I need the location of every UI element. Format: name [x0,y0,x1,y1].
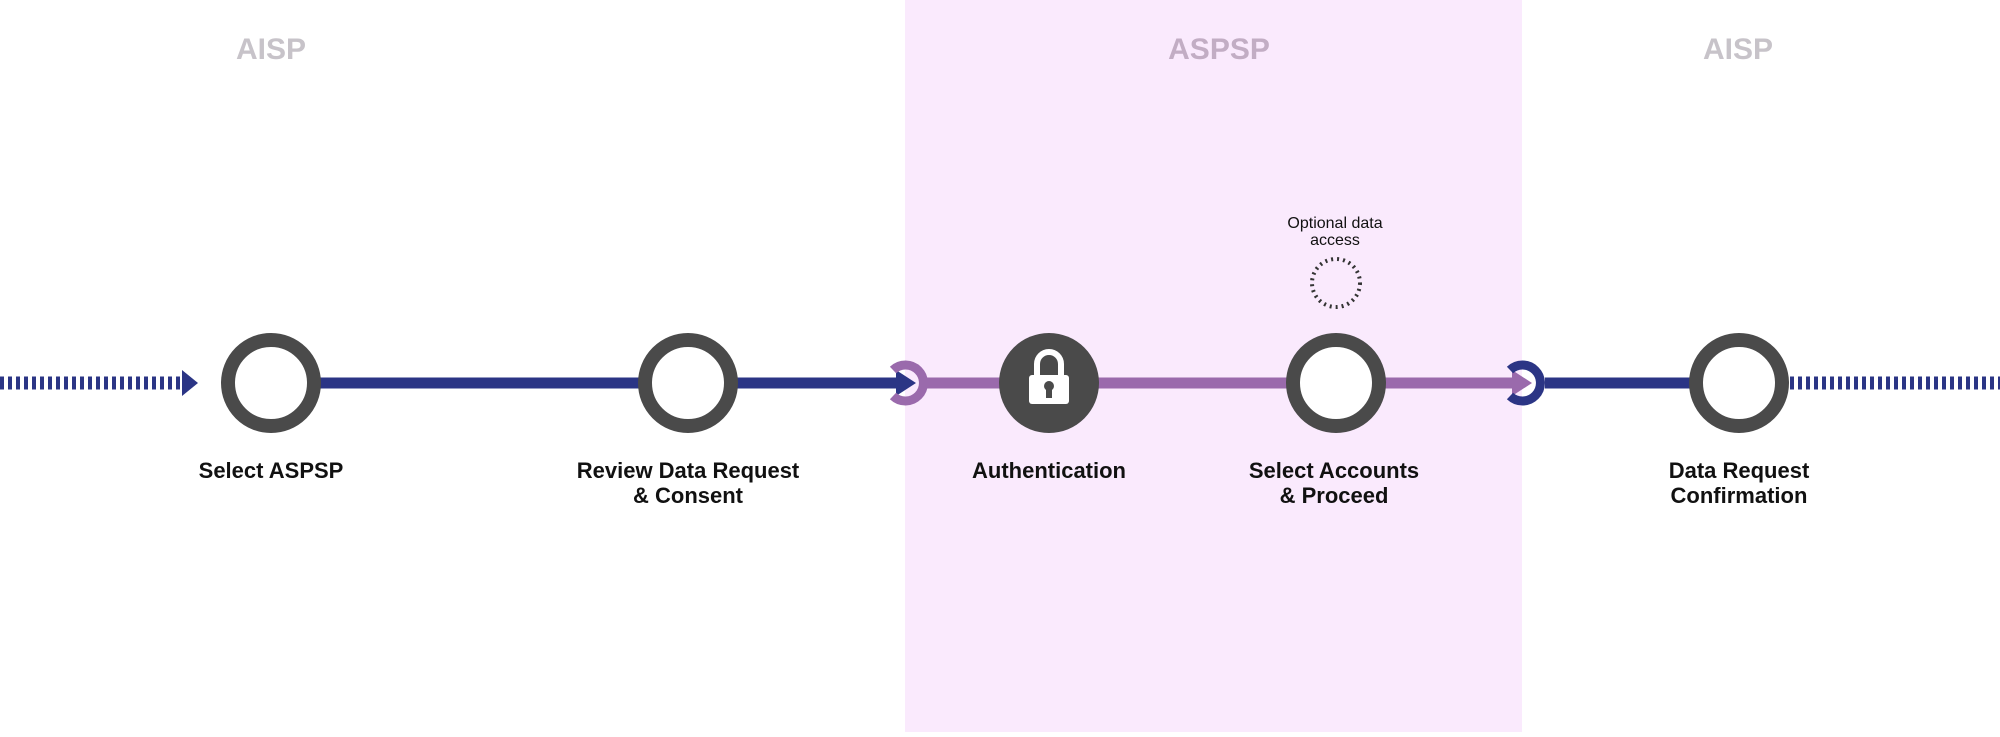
step-label-authentication: Authentication [972,458,1126,483]
step-label-select-aspsp: Select ASPSP [198,458,344,483]
handoff-ring-2 [1506,360,1545,406]
aspsp-zone-background [905,0,1522,732]
optional-data-access-label: Optional data access [1287,215,1383,249]
zone-title-aisp-right: AISP [1702,33,1774,66]
optional-data-access-circle [1310,257,1362,309]
step-node-confirmation [1689,333,1789,433]
handoff-arrow-head-2 [1512,370,1532,396]
step-label-review-consent: Review Data Request & Consent [576,458,800,508]
step-node-select-aspsp [221,333,321,433]
padlock-icon [1029,349,1069,404]
handoff-ring-1 [889,360,928,406]
zone-title-aspsp: ASPSP [1168,33,1270,66]
handoff-arrow-head-1 [896,370,916,396]
step-node-select-accounts [1286,333,1386,433]
entry-arrow-head [182,370,198,396]
step-node-review-consent [638,333,738,433]
step-label-confirmation: Data Request Confirmation [1668,458,1810,508]
zone-title-aisp-left: AISP [235,33,307,66]
step-label-select-accounts: Select Accounts & Proceed [1248,458,1420,508]
